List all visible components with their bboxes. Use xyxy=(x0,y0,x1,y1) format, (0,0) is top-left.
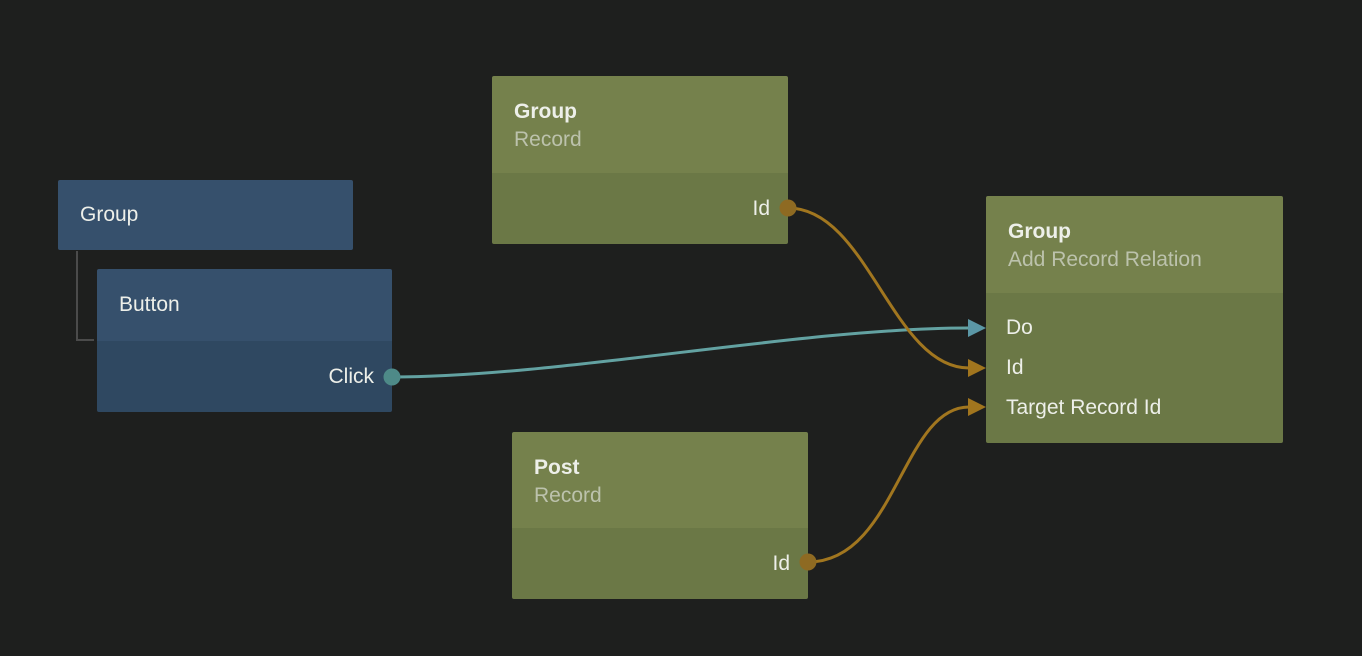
output-port-dot-group-id[interactable] xyxy=(779,199,797,217)
node-header: Group Record xyxy=(492,76,788,173)
node-title: Group xyxy=(514,100,577,123)
node-subtitle: Record xyxy=(514,128,582,151)
output-port-row-click[interactable]: Click xyxy=(97,341,392,412)
output-port-dot-click[interactable] xyxy=(383,368,401,386)
edge-click-to-do[interactable] xyxy=(391,326,970,379)
node-body: Do Id Target Record Id xyxy=(986,293,1283,443)
node-title: Group xyxy=(80,203,139,226)
edge-post-id-to-target-record-id[interactable] xyxy=(807,405,970,564)
node-subtitle: Record xyxy=(534,484,602,507)
output-port-label: Id xyxy=(772,551,790,575)
input-port-label: Id xyxy=(1006,356,1024,379)
output-port-row-id[interactable]: Id xyxy=(492,173,788,244)
node-header: Group xyxy=(58,180,353,250)
output-port-row-id[interactable]: Id xyxy=(512,528,808,599)
node-header: Button xyxy=(97,269,392,341)
node-title: Post xyxy=(534,456,580,479)
input-port-label: Target Record Id xyxy=(1006,396,1162,419)
hierarchy-connector-line xyxy=(76,251,94,341)
output-port-dot-post-id[interactable] xyxy=(799,553,817,571)
node-header: Post Record xyxy=(512,432,808,528)
node-button[interactable]: Button Click xyxy=(97,269,392,412)
node-title: Button xyxy=(119,293,180,316)
output-port-label: Click xyxy=(328,364,375,388)
node-post-record[interactable]: Post Record Id xyxy=(512,432,808,599)
node-header: Group Add Record Relation xyxy=(986,196,1283,293)
input-port-label: Do xyxy=(1006,316,1033,339)
arrowhead-id-input xyxy=(968,359,986,377)
node-group-add-record-relation[interactable]: Group Add Record Relation Do Id Target R… xyxy=(986,196,1283,443)
node-title: Group xyxy=(1008,220,1071,243)
input-port-row-do[interactable]: Do xyxy=(986,308,1283,348)
output-port-label: Id xyxy=(752,196,770,220)
input-port-row-id[interactable]: Id xyxy=(986,348,1283,388)
node-group-record[interactable]: Group Record Id xyxy=(492,76,788,244)
input-port-row-target-record-id[interactable]: Target Record Id xyxy=(986,388,1283,428)
node-group-ui[interactable]: Group xyxy=(58,180,353,250)
edge-group-id-to-id[interactable] xyxy=(787,206,970,370)
node-subtitle: Add Record Relation xyxy=(1008,248,1202,271)
arrowhead-target-record-id-input xyxy=(968,398,986,416)
arrowhead-do-input xyxy=(968,319,986,337)
